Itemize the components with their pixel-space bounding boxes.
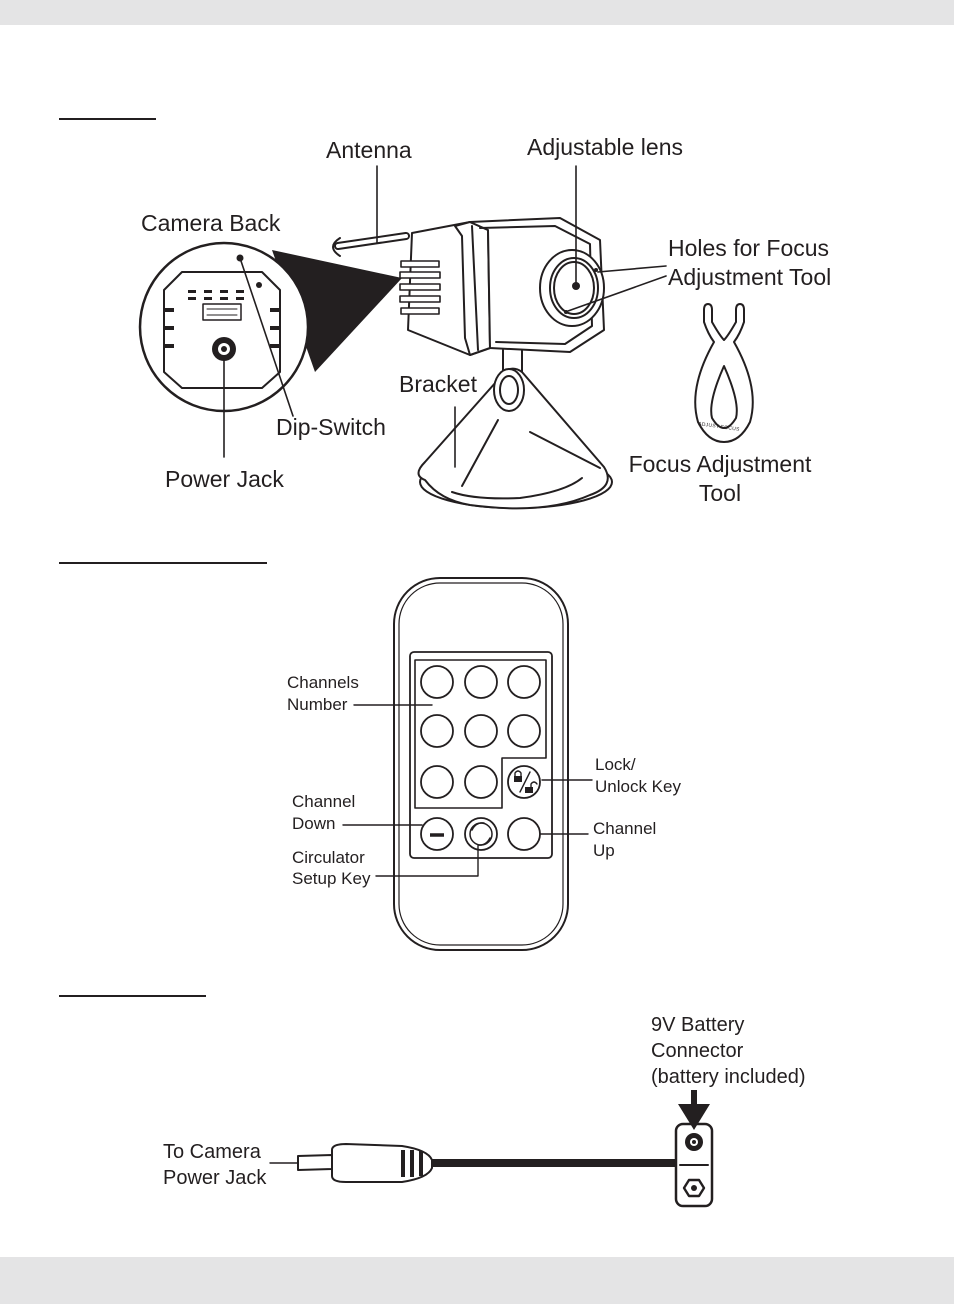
section-rule-remote [59, 562, 267, 564]
focus-tool-label-line2: Tool [698, 480, 742, 506]
lock-unlock-label-line1: Lock/ [595, 755, 636, 774]
camera-power-jack-label-line1: To Camera [163, 1141, 261, 1163]
circulator-setup-button [464, 817, 498, 851]
channel-4-button [420, 714, 454, 748]
lock-unlock-button [507, 765, 541, 799]
battery-arrow-icon [678, 1090, 710, 1130]
camera-power-jack-label-line2: Power Jack [163, 1167, 267, 1189]
channel-down-label-line2: Down [292, 814, 336, 833]
section-rule-camera [59, 118, 156, 120]
circulator-label-line2: Setup Key [292, 869, 371, 888]
dip-switch-icon [188, 290, 244, 321]
camera-leader-lines [223, 165, 667, 468]
focus-tool-label-line1: Focus Adjustment [628, 451, 812, 477]
channels-number-label-line2: Number [287, 695, 348, 714]
remote-leader-lines [342, 704, 593, 877]
camera-illustration [138, 165, 754, 510]
dc-plug-icon [297, 1143, 433, 1183]
lock-icon [514, 770, 538, 793]
holes-label-line2: Adjustment Tool [668, 264, 832, 290]
circulator-icon [469, 822, 493, 846]
adjustable-lens-label: Adjustable lens [527, 134, 683, 160]
lock-unlock-label-line2: Unlock Key [595, 777, 681, 796]
remote-illustration [342, 577, 593, 951]
holes-label-line1: Holes for Focus [668, 235, 830, 261]
antenna-icon [332, 232, 410, 257]
channel-5-button [464, 714, 498, 748]
bracket-label: Bracket [399, 371, 477, 397]
channels-number-label-line1: Channels [287, 673, 359, 692]
battery-connector-label-line2: Connector [651, 1040, 744, 1062]
battery-connector-label-line1: 9V Battery [651, 1014, 745, 1036]
channel-6-button [507, 714, 541, 748]
dip-switch-label: Dip-Switch [276, 414, 386, 440]
focus-adjustment-tool-icon [694, 303, 754, 443]
battery-connector-label-line3: (battery included) [651, 1066, 806, 1088]
bottom-band [0, 1257, 954, 1304]
channel-8-button [464, 765, 498, 799]
channel-7-button [420, 765, 454, 799]
circulator-label-line1: Circulator [292, 848, 365, 867]
channel-3-button [507, 665, 541, 699]
power-jack-label: Power Jack [165, 466, 284, 492]
remote-keypad-panel [409, 651, 553, 859]
cable-illustration [269, 1090, 714, 1208]
channel-down-label-line1: Channel [292, 792, 356, 811]
camera-back-view [138, 241, 310, 413]
power-jack-icon [212, 337, 236, 361]
remote-number-group [414, 659, 547, 809]
channel-2-button [464, 665, 498, 699]
top-band [0, 0, 954, 25]
section-rule-cable [59, 995, 206, 997]
remote-body [393, 577, 569, 951]
bracket-icon [417, 349, 613, 510]
channel-down-button [420, 817, 454, 851]
channel-1-button [420, 665, 454, 699]
camera-back-label: Camera Back [141, 210, 281, 236]
channel-up-label-line2: Up [593, 841, 615, 860]
remote-buttons [420, 665, 541, 851]
antenna-label: Antenna [326, 137, 412, 163]
adjustable-lens-icon [539, 249, 605, 327]
channel-up-label-line1: Channel [593, 819, 657, 838]
battery-connector-icon [674, 1122, 714, 1208]
